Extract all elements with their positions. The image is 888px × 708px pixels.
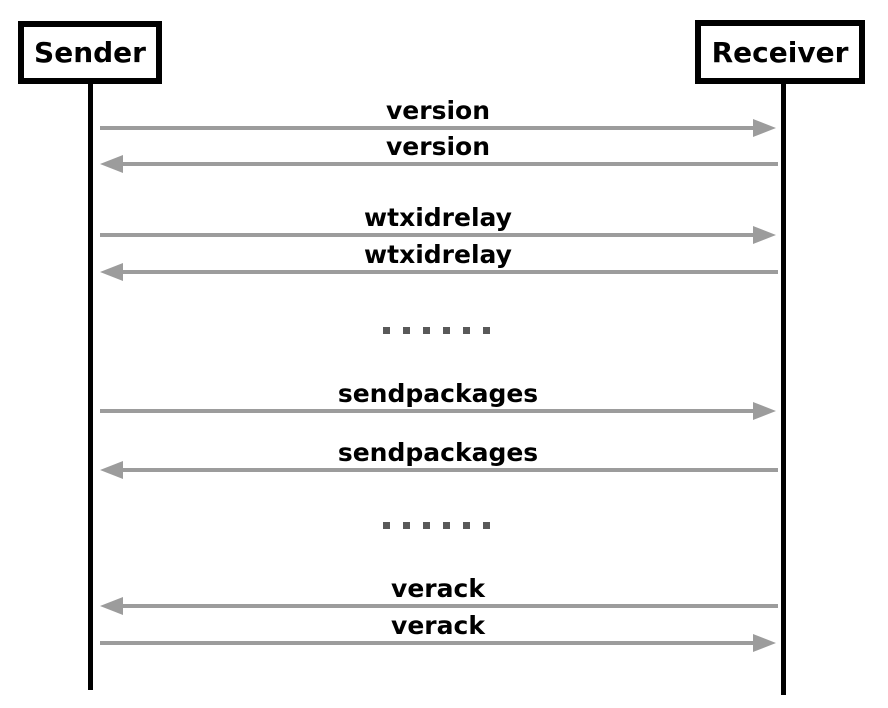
message-label: sendpackages	[337, 438, 539, 467]
message-line	[100, 641, 757, 645]
message-line	[119, 162, 778, 166]
message-label: version	[385, 96, 490, 125]
message-label: verack	[391, 574, 485, 603]
message-line	[100, 126, 757, 130]
message-line	[119, 468, 778, 472]
ellipsis-dot	[443, 327, 450, 334]
participant-box-sender: Sender	[18, 21, 162, 84]
ellipsis-dot	[423, 327, 430, 334]
arrowhead-left-icon	[100, 461, 123, 479]
message-label: version	[385, 132, 490, 161]
message-line	[100, 233, 757, 237]
arrowhead-right-icon	[753, 402, 776, 420]
ellipsis-dot	[383, 522, 390, 529]
ellipsis-dot	[383, 327, 390, 334]
ellipsis-dots	[0, 522, 873, 529]
message-label: wtxidrelay	[364, 203, 512, 232]
arrowhead-left-icon	[100, 155, 123, 173]
arrowhead-right-icon	[753, 226, 776, 244]
message-line	[119, 604, 778, 608]
message-label: sendpackages	[337, 379, 539, 408]
lifeline-sender	[88, 84, 93, 690]
arrowhead-right-icon	[753, 119, 776, 137]
ellipsis-dot	[463, 327, 470, 334]
ellipsis-dot	[443, 522, 450, 529]
message-line	[119, 270, 778, 274]
ellipsis-dot	[483, 522, 490, 529]
arrowhead-right-icon	[753, 634, 776, 652]
ellipsis-dot	[463, 522, 470, 529]
message-label: verack	[391, 611, 485, 640]
lifeline-receiver	[781, 83, 786, 695]
participant-label-sender: Sender	[34, 36, 146, 69]
message-label: wtxidrelay	[364, 240, 512, 269]
arrowhead-left-icon	[100, 597, 123, 615]
ellipsis-dot	[423, 522, 430, 529]
participant-label-receiver: Receiver	[711, 35, 849, 69]
participant-box-receiver: Receiver	[695, 20, 865, 84]
ellipsis-dot	[403, 327, 410, 334]
message-line	[100, 409, 757, 413]
ellipsis-dot	[483, 327, 490, 334]
ellipsis-dot	[403, 522, 410, 529]
ellipsis-dots	[0, 327, 873, 334]
arrowhead-left-icon	[100, 263, 123, 281]
